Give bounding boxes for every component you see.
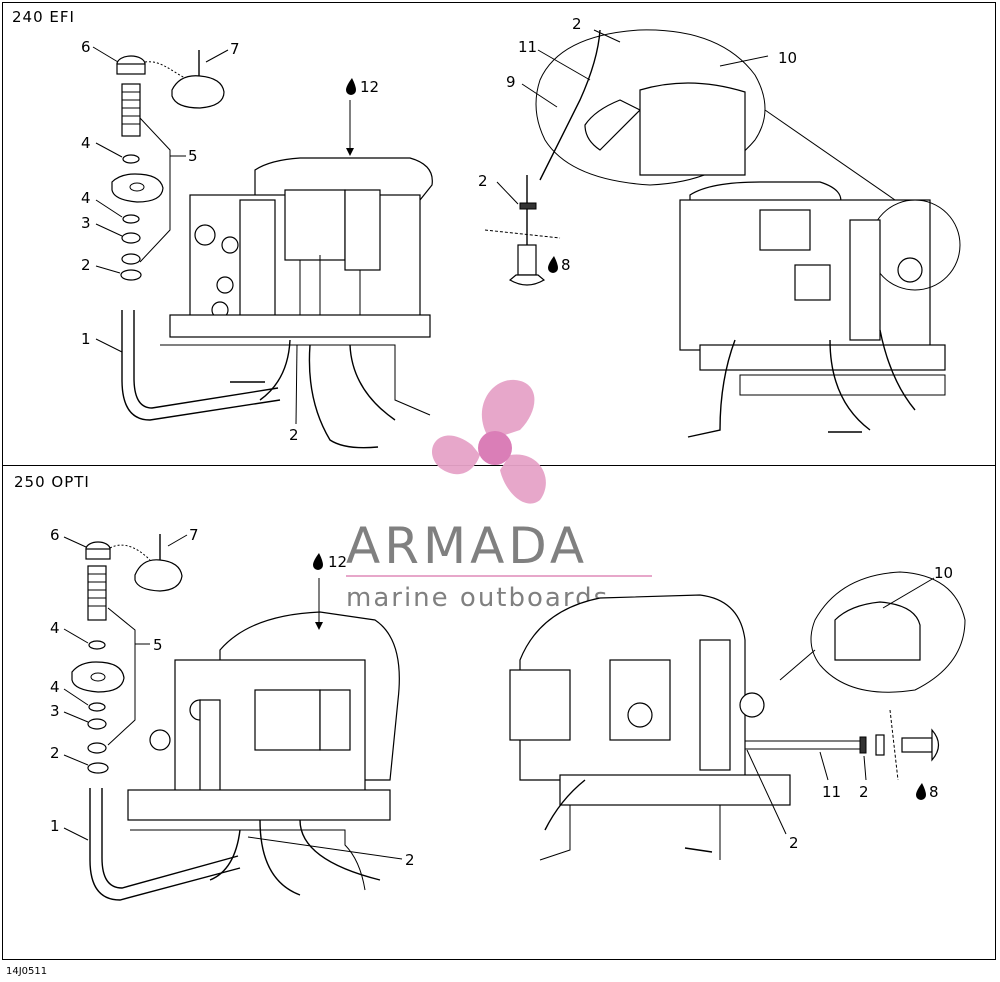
callout-5: 5	[188, 147, 198, 165]
top-right-detail	[484, 29, 961, 438]
cap-chain	[144, 61, 186, 79]
callout-4: 4	[50, 678, 60, 696]
lubricant-drop-icon	[313, 553, 323, 570]
callout-4: 4	[50, 619, 60, 637]
section-title-250-opti: 250 OPTI	[14, 473, 90, 491]
callout-5: 5	[153, 636, 163, 654]
clamp-2a	[120, 269, 142, 281]
callout-2: 2	[289, 426, 299, 444]
callout-2: 2	[789, 834, 799, 852]
bottom-right-detail	[509, 571, 966, 861]
top-left-engine	[160, 157, 433, 449]
callout-2: 2	[81, 256, 91, 274]
lubricant-drop-icon	[548, 256, 558, 273]
callout-7: 7	[189, 526, 199, 544]
o-ring-4a	[122, 154, 140, 164]
seal-flange-part	[111, 173, 164, 203]
propeller-blade	[500, 454, 546, 504]
watermark-name: ARMADA	[346, 517, 588, 575]
callout-12: 12	[328, 553, 347, 571]
top-callouts: 6 7 4 5 4 3 2 1 2 12 2 11 9 10 2 8	[81, 15, 797, 444]
callout-4: 4	[81, 189, 91, 207]
section-title-240-efi: 240 EFI	[12, 8, 75, 26]
callout-11: 11	[822, 783, 841, 801]
lubricant-drop-icon	[346, 78, 356, 95]
callout-1: 1	[50, 817, 60, 835]
lubricant-drop-icon	[916, 783, 926, 800]
callout-6: 6	[50, 526, 60, 544]
top-exploded-parts	[111, 50, 281, 421]
top-leaders	[92, 29, 769, 425]
callout-2: 2	[478, 172, 488, 190]
callout-12: 12	[360, 78, 379, 96]
callout-4: 4	[81, 134, 91, 152]
callout-8: 8	[929, 783, 939, 801]
callout-10: 10	[934, 564, 953, 582]
diagram-frame	[2, 2, 996, 960]
bottom-callouts: 6 7 4 5 4 3 2 1 2 12 10 11 2 8 2	[50, 526, 953, 869]
fill-tube-part	[121, 83, 141, 137]
callout-11: 11	[518, 38, 537, 56]
bottom-left-engine	[127, 611, 400, 896]
section-divider	[2, 465, 996, 466]
callout-6: 6	[81, 38, 91, 56]
bottom-exploded-parts	[71, 534, 241, 901]
retainer-plate-part	[171, 75, 225, 109]
bottom-leaders	[63, 534, 935, 860]
callout-10: 10	[778, 49, 797, 67]
nut-part	[121, 253, 141, 265]
fill-tube-ribs	[122, 91, 140, 125]
propeller-blade	[481, 379, 535, 440]
propeller-blade	[431, 435, 480, 475]
propeller-hub	[478, 431, 512, 465]
callout-2: 2	[572, 15, 582, 33]
watermark-tagline: marine outboards	[346, 583, 609, 613]
washer-3	[121, 232, 141, 244]
document-code: 14J0511	[6, 966, 48, 977]
callout-3: 3	[50, 702, 60, 720]
callout-2: 2	[405, 851, 415, 869]
callout-3: 3	[81, 214, 91, 232]
callout-9: 9	[506, 73, 516, 91]
armada-watermark: ARMADA marine outboards	[346, 379, 652, 613]
callout-8: 8	[561, 256, 571, 274]
callout-7: 7	[230, 40, 240, 58]
callout-2: 2	[50, 744, 60, 762]
callout-1: 1	[81, 330, 91, 348]
detail-magnifier	[810, 571, 966, 693]
filler-cap-body	[116, 63, 146, 75]
callout-2: 2	[859, 783, 869, 801]
hose-part	[121, 310, 281, 421]
o-ring-4b	[122, 214, 140, 224]
